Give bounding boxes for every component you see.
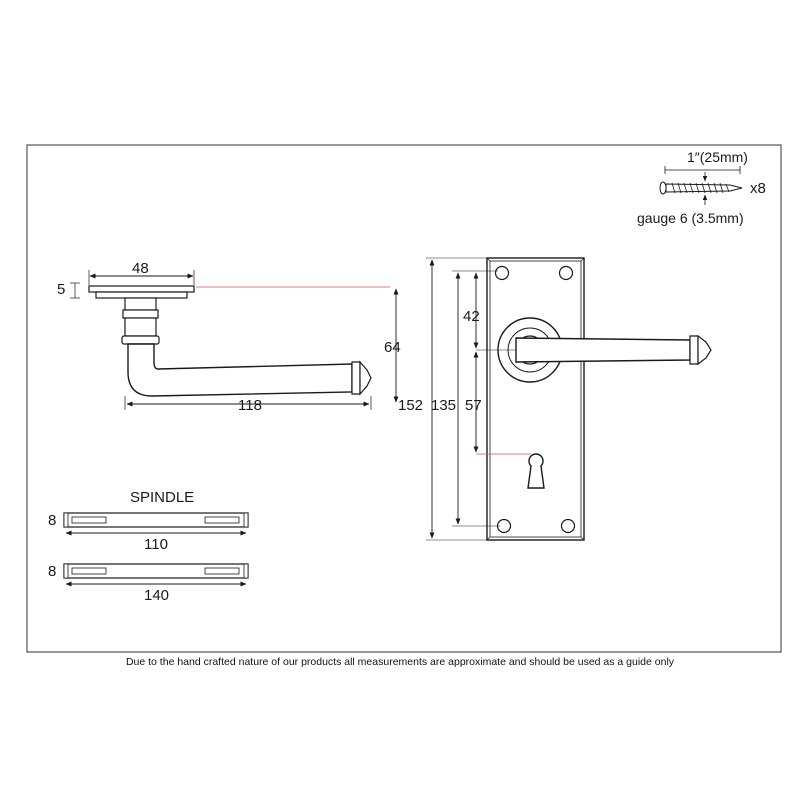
screw-hole bbox=[558, 265, 574, 281]
rose-diameter-label: 48 bbox=[132, 260, 149, 277]
screw-quantity-label: x8 bbox=[750, 180, 766, 197]
screw-gauge-label: gauge 6 (3.5mm) bbox=[637, 210, 744, 226]
projection-label: 64 bbox=[384, 339, 401, 356]
lever-rose bbox=[88, 285, 195, 293]
rose-thickness-label: 5 bbox=[57, 281, 65, 298]
lever-arm bbox=[127, 343, 353, 397]
backplate-height-label: 152 bbox=[398, 397, 423, 414]
keyhole-icon bbox=[527, 453, 545, 489]
screw-hole bbox=[560, 518, 576, 534]
screw-group: 1″(25mm) x8 gauge 6 (3.5mm) bbox=[637, 149, 766, 226]
spindle-to-keyhole-label: 57 bbox=[465, 397, 482, 414]
spindle-2-length-label: 140 bbox=[144, 587, 169, 604]
backplate-front-view: 42 152 135 57 bbox=[398, 257, 712, 541]
spindle-1-width-label: 8 bbox=[48, 512, 56, 529]
screw-icon bbox=[659, 181, 743, 195]
disclaimer-text: Due to the hand crafted nature of our pr… bbox=[125, 656, 675, 668]
backplate bbox=[486, 257, 585, 541]
lever-side-view: 48 5 64 118 bbox=[57, 260, 401, 414]
spindle-1-length-label: 110 bbox=[144, 536, 168, 553]
spindle-2-width-label: 8 bbox=[48, 563, 56, 580]
lever-tip bbox=[351, 361, 361, 395]
drawing-frame bbox=[26, 144, 782, 653]
spindle-group: SPINDLE 8 110 8 140 bbox=[48, 489, 249, 604]
lever-neck bbox=[124, 297, 157, 311]
screw-hole bbox=[494, 265, 510, 281]
spindle-title: SPINDLE bbox=[130, 489, 194, 506]
backplate-inner-height-label: 135 bbox=[431, 397, 456, 414]
backplate-lever bbox=[515, 337, 691, 363]
lever-length-label: 118 bbox=[238, 397, 262, 414]
screw-length-label: 1″(25mm) bbox=[687, 149, 748, 165]
top-to-spindle-label: 42 bbox=[463, 308, 480, 325]
